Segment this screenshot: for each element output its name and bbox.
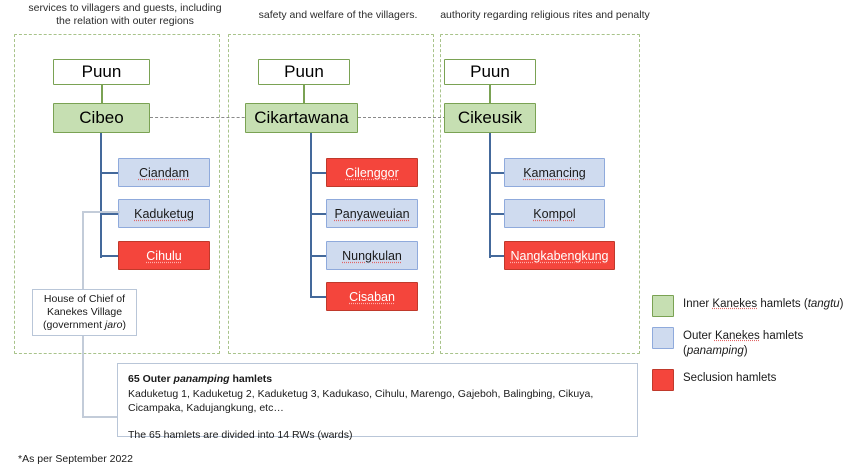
legend-label-inner: Inner Kanekes hamlets (tangtu) [683,298,844,310]
group-region-cibeo [14,34,220,354]
node-child-cilenggor[interactable]: Cilenggor [326,158,418,187]
house-of-chief-line2: Kanekes Village [46,306,123,318]
node-house-of-chief[interactable]: House of Chief of Kanekes Village (gover… [32,289,137,336]
house-of-chief-line3: (government jaro) [43,319,126,331]
legend-label-seclusion: Seclusion hamlets [683,372,777,384]
gray-link-top [82,211,120,213]
node-puun-cikeusik[interactable]: Puun [444,59,536,85]
footnote: *As per September 2022 [18,453,133,465]
legend-swatch-inner-icon [652,295,674,317]
node-child-panyaweuian[interactable]: Panyaweuian [326,199,418,228]
legend-label-outer: Outer Kanekes hamlets(panamping) [683,330,804,357]
node-leader-cikartawana[interactable]: Cikartawana [245,103,358,133]
info-box-footer: The 65 hamlets are divided into 14 RWs (… [128,429,353,441]
trunk-cikeusik [489,133,491,258]
caption-column-2: safety and welfare of the villagers. [258,9,418,21]
legend-item-outer: Outer Kanekes hamlets(panamping) [652,327,847,358]
gray-link-bottom [82,416,117,418]
legend-swatch-outer-icon [652,327,674,349]
node-puun-cikartawana[interactable]: Puun [258,59,350,85]
node-puun-cibeo[interactable]: Puun [53,59,150,85]
branch-cikartawana-3 [310,255,328,257]
stem-puun-cikartawana [303,85,305,103]
branch-cibeo-3 [100,255,120,257]
caption-column-3: authority regarding religious rites and … [440,9,650,21]
gray-link-vertical-upper [82,211,84,296]
branch-cikartawana-2 [310,213,328,215]
house-of-chief-line1: House of Chief of [43,293,126,305]
branch-cibeo-1 [100,172,120,174]
info-box-title: 65 Outer panamping hamlets [128,373,273,385]
trunk-cibeo [100,133,102,258]
gray-link-vertical-lower [82,335,84,417]
link-cikartawana-cikeusik [358,117,446,118]
group-region-cikartawana [228,34,434,354]
branch-cikeusik-1 [489,172,506,174]
node-leader-cibeo[interactable]: Cibeo [53,103,150,133]
node-child-kompol[interactable]: Kompol [504,199,605,228]
branch-cikeusik-3 [489,255,506,257]
group-region-cikeusik [440,34,640,354]
branch-cikeusik-2 [489,213,506,215]
info-box-body: Kaduketug 1, Kaduketug 2, Kaduketug 3, K… [128,388,594,414]
branch-cikartawana-4 [310,296,328,298]
link-cibeo-cikartawana [150,117,260,118]
branch-cikartawana-1 [310,172,328,174]
legend-item-inner: Inner Kanekes hamlets (tangtu) [652,295,847,317]
branch-cibeo-2 [100,213,120,215]
stem-puun-cikeusik [489,85,491,103]
stem-puun-cibeo [101,85,103,103]
node-child-nungkulan[interactable]: Nungkulan [326,241,418,270]
legend-item-seclusion: Seclusion hamlets [652,369,847,391]
node-child-nangkabengkung[interactable]: Nangkabengkung [504,241,615,270]
node-child-ciandam[interactable]: Ciandam [118,158,210,187]
legend-swatch-seclusion-icon [652,369,674,391]
node-child-kaduketug[interactable]: Kaduketug [118,199,210,228]
info-box-outer-hamlets: 65 Outer panamping hamlets Kaduketug 1, … [117,363,638,441]
node-leader-cikeusik[interactable]: Cikeusik [444,103,536,133]
node-child-cisaban[interactable]: Cisaban [326,282,418,311]
node-child-kamancing[interactable]: Kamancing [504,158,605,187]
caption-column-1: services to villagers and guests, includ… [28,2,222,27]
trunk-cikartawana [310,133,312,298]
node-child-cihulu[interactable]: Cihulu [118,241,210,270]
